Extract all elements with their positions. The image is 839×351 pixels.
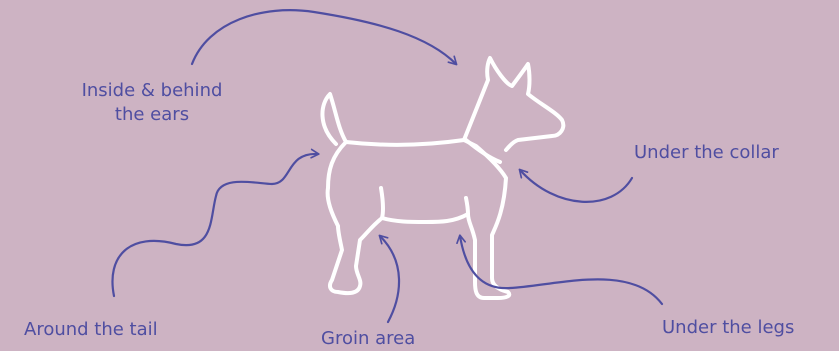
groin-arrow <box>380 236 399 322</box>
label-tail: Around the tail <box>24 318 158 342</box>
label-groin: Groin area <box>321 327 415 351</box>
label-ears-line2: the ears <box>52 103 252 127</box>
ears-arrow <box>192 10 456 64</box>
label-collar: Under the collar <box>634 141 779 165</box>
collar-arrow <box>520 170 632 202</box>
label-legs: Under the legs <box>662 316 794 340</box>
tail-arrow <box>112 154 318 296</box>
label-ears: Inside & behind the ears <box>52 79 252 127</box>
label-ears-line1: Inside & behind <box>52 79 252 103</box>
